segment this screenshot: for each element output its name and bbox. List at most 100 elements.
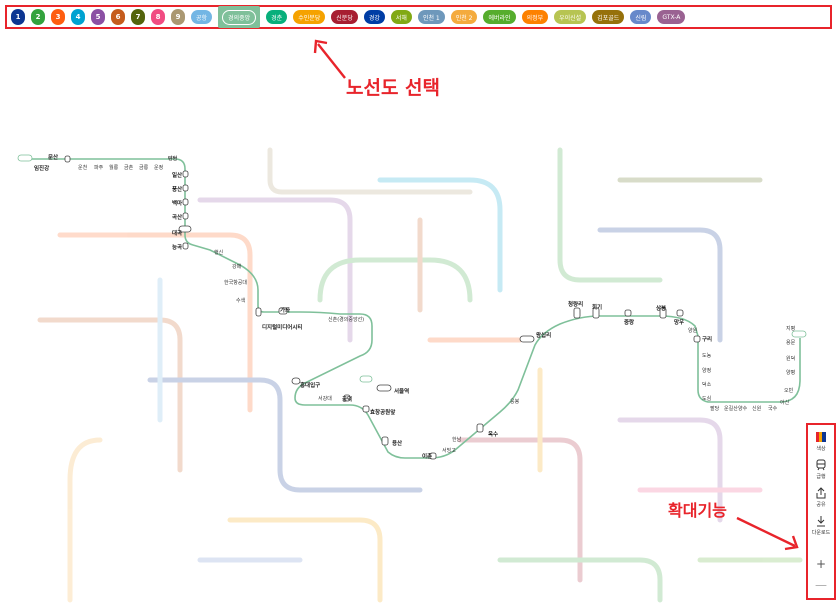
station-label[interactable]: 서울역 xyxy=(394,389,410,395)
station-label[interactable]: 서강대 xyxy=(318,396,332,402)
station-label[interactable]: 왕십리 xyxy=(536,333,552,339)
line-button-6[interactable]: 6 xyxy=(111,9,125,25)
line-button-우이신설[interactable]: 우이신설 xyxy=(554,10,587,24)
station-label[interactable]: 신원 xyxy=(752,406,762,412)
color-label: 색상 xyxy=(816,446,826,452)
station-label[interactable]: 망우 xyxy=(674,320,685,326)
station-label[interactable]: 도심 xyxy=(702,396,712,402)
station-label[interactable]: 신촌(경의중앙선) xyxy=(328,317,365,323)
line-button-4[interactable]: 4 xyxy=(71,9,85,25)
station-label[interactable]: 용문 xyxy=(786,340,796,346)
station-label[interactable]: 디지털미디어시티 xyxy=(262,325,303,331)
line-button-인천-1[interactable]: 인천 1 xyxy=(417,10,445,24)
station-label[interactable]: 양원 xyxy=(688,328,698,334)
station-label[interactable]: 야당 xyxy=(168,156,178,162)
station-label[interactable]: 중랑 xyxy=(624,320,635,326)
station-label[interactable]: 백마 xyxy=(172,201,183,207)
station-label[interactable]: 국수 xyxy=(768,406,778,412)
station-label[interactable]: 아신 xyxy=(780,400,790,406)
station-label[interactable]: 양수 xyxy=(738,406,748,412)
line-button-7[interactable]: 7 xyxy=(131,9,145,25)
download-button[interactable]: 다운로드 xyxy=(808,515,834,536)
zoom-out-button[interactable]: — xyxy=(815,578,827,592)
station-label[interactable]: 팔당 xyxy=(710,406,720,412)
line-button-인천-2[interactable]: 인천 2 xyxy=(450,10,478,24)
station-label[interactable]: 오빈 xyxy=(784,388,794,394)
station-label[interactable]: 금릉 xyxy=(139,165,149,171)
station-label[interactable]: 상봉 xyxy=(656,306,667,312)
map-toolbar: 색상 급행 공유 다운로드 + — xyxy=(806,423,836,600)
line-button-label: 경의중앙 xyxy=(222,9,257,25)
station-label[interactable]: 문산 xyxy=(48,155,59,161)
line-button-김포골드[interactable]: 김포골드 xyxy=(592,10,625,24)
station-label[interactable]: 옥수 xyxy=(488,432,499,438)
line-button-GTX-A[interactable]: GTX-A xyxy=(657,10,686,24)
line-button-신림[interactable]: 신림 xyxy=(630,10,652,24)
line-button-1[interactable]: 1 xyxy=(11,9,25,25)
annotation-arrow-icon xyxy=(313,39,346,79)
line-button-8[interactable]: 8 xyxy=(151,9,165,25)
station-label[interactable]: 대곡 xyxy=(172,231,183,237)
station-label[interactable]: 풍산 xyxy=(172,187,183,193)
train-icon xyxy=(815,459,827,471)
station-label[interactable]: 한남 xyxy=(452,437,462,443)
line-button-에버라인[interactable]: 에버라인 xyxy=(483,10,516,24)
station-label[interactable]: 금촌 xyxy=(124,165,134,171)
station-label[interactable]: 서빙고 xyxy=(442,448,456,454)
station-label[interactable]: 운정 xyxy=(154,165,164,171)
line-button-3[interactable]: 3 xyxy=(51,9,65,25)
station-label[interactable]: 도농 xyxy=(702,353,712,359)
subway-map[interactable] xyxy=(0,140,839,603)
line-button-수인분당[interactable]: 수인분당 xyxy=(293,10,326,24)
station-label[interactable]: 양평 xyxy=(786,370,796,376)
line-button-경강[interactable]: 경강 xyxy=(363,10,385,24)
station-label[interactable]: 행신 xyxy=(214,250,224,256)
station-label[interactable]: 덕소 xyxy=(702,382,712,388)
station-label[interactable]: 능곡 xyxy=(172,245,183,251)
color-button[interactable]: 색상 xyxy=(808,431,834,452)
station-label[interactable]: 응봉 xyxy=(510,399,520,405)
station-label[interactable]: 임진강 xyxy=(34,166,50,172)
line-button-5[interactable]: 5 xyxy=(91,9,105,25)
station-label[interactable]: 청량리 xyxy=(568,302,584,308)
line-button-공항[interactable]: 공항 xyxy=(191,10,213,24)
station-label[interactable]: 용산 xyxy=(392,441,403,447)
zoom-in-button[interactable]: + xyxy=(815,557,827,571)
download-icon xyxy=(815,515,827,527)
station-label[interactable]: 구리 xyxy=(702,337,713,343)
station-label[interactable]: 파주 xyxy=(94,165,104,171)
express-button[interactable]: 급행 xyxy=(808,459,834,480)
station-label[interactable]: 강매 xyxy=(232,264,242,270)
station-label[interactable]: 이촌 xyxy=(422,454,433,460)
annotation-arrow-icon xyxy=(736,516,799,551)
station-label[interactable]: 홍대입구 xyxy=(300,383,321,389)
station-label[interactable]: 원덕 xyxy=(786,356,796,362)
station-label[interactable]: 회기 xyxy=(592,305,603,311)
station-label[interactable]: 운천 xyxy=(78,165,88,171)
line-button-경의중앙[interactable]: 경의중앙 xyxy=(218,6,261,28)
line-button-서해[interactable]: 서해 xyxy=(390,10,412,24)
station-label[interactable]: 수색 xyxy=(236,298,246,304)
line-button-2[interactable]: 2 xyxy=(31,9,45,25)
express-label: 급행 xyxy=(816,474,826,480)
station-label[interactable]: 탄현 xyxy=(168,156,178,162)
station-label[interactable]: 운길산 xyxy=(724,406,738,412)
line-button-경춘[interactable]: 경춘 xyxy=(266,10,288,24)
station-label[interactable]: 한국항공대 xyxy=(224,280,248,286)
line-button-의정부[interactable]: 의정부 xyxy=(521,10,549,24)
station-label[interactable]: 공덕 xyxy=(342,397,353,403)
station-label[interactable]: 지평 xyxy=(786,326,796,332)
station-label[interactable]: 월롱 xyxy=(109,165,119,171)
station-label[interactable]: 가좌 xyxy=(280,308,291,314)
station-label[interactable]: 곡산 xyxy=(172,215,183,221)
palette-icon xyxy=(815,431,827,443)
annotation-select-line: 노선도 선택 xyxy=(346,77,441,99)
station-label[interactable]: 일산 xyxy=(172,173,183,179)
share-button[interactable]: 공유 xyxy=(808,487,834,508)
line-button-신분당[interactable]: 신분당 xyxy=(331,10,358,24)
line-button-9[interactable]: 9 xyxy=(171,9,185,25)
station-label[interactable]: 양정 xyxy=(702,368,712,374)
station-label[interactable]: 효창공원앞 xyxy=(370,410,396,416)
share-label: 공유 xyxy=(816,502,826,508)
